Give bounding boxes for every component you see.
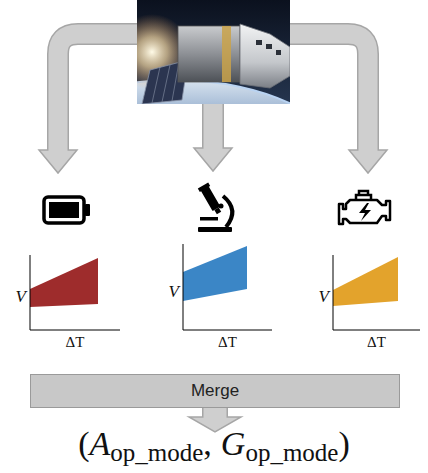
arrow-outline: [287, 34, 368, 151]
axis-label-x: ΔT: [66, 335, 85, 350]
arrow-body: [287, 34, 368, 151]
engine-plot: V ΔT: [309, 238, 426, 360]
objective: [214, 208, 221, 215]
plot-axes: [30, 255, 120, 330]
plot-axes: [333, 255, 420, 330]
service-module-band: [222, 26, 231, 82]
instrument-plot: V ΔT: [159, 238, 278, 360]
engine-outline: [339, 200, 390, 224]
microscope-knob: [219, 204, 224, 209]
paren: ): [338, 425, 349, 462]
subscript: op_mode: [245, 439, 338, 466]
window: [256, 40, 262, 45]
service-module: [178, 26, 240, 82]
output-formula: (Aop_mode,Gop_mode): [0, 426, 428, 465]
axis-label-x: ΔT: [218, 335, 237, 350]
solar-array-lines: [152, 62, 179, 103]
arrow-outline: [202, 98, 224, 149]
microscope-base: [198, 227, 232, 232]
eyepiece: [198, 182, 210, 191]
engine-icon: [339, 191, 390, 224]
axis-label-y: V: [16, 288, 26, 305]
battery-terminal: [85, 204, 90, 216]
lightning-bolt: [359, 203, 371, 221]
microscope-stage: [200, 217, 218, 221]
crew-module: [240, 24, 290, 88]
arrow-body: [204, 98, 223, 149]
plot-axes: [183, 244, 272, 330]
axis-label-y: V: [319, 288, 329, 305]
battery-case: [44, 197, 84, 223]
battery-icon: [44, 197, 90, 223]
operating-region: [183, 246, 247, 301]
symbol: G: [221, 425, 246, 462]
arrow-body: [58, 34, 140, 151]
microscope-arm: [223, 196, 232, 227]
arrow-head: [349, 150, 387, 173]
spacecraft-photo: [137, 0, 290, 104]
engine-intake: [356, 191, 371, 200]
operating-region: [30, 258, 98, 307]
comma: ,: [203, 425, 212, 462]
arrow-head: [194, 148, 232, 171]
subscript: op_mode: [110, 439, 203, 466]
merge-bar: Merge: [30, 374, 400, 408]
axis-label-y: V: [169, 283, 179, 300]
microscope-icon: [198, 182, 233, 232]
symbol: A: [90, 425, 111, 462]
window: [266, 44, 272, 49]
window: [276, 50, 281, 55]
merge-label: Merge: [191, 381, 239, 401]
battery-plot: V ΔT: [6, 238, 126, 360]
microscope-tube: [198, 182, 224, 216]
axis-label-x: ΔT: [367, 335, 386, 350]
operating-region: [333, 257, 398, 306]
battery-charge: [49, 202, 79, 218]
arrow-outline: [58, 34, 140, 151]
arrow-head: [39, 150, 77, 173]
paren: (: [78, 425, 89, 462]
